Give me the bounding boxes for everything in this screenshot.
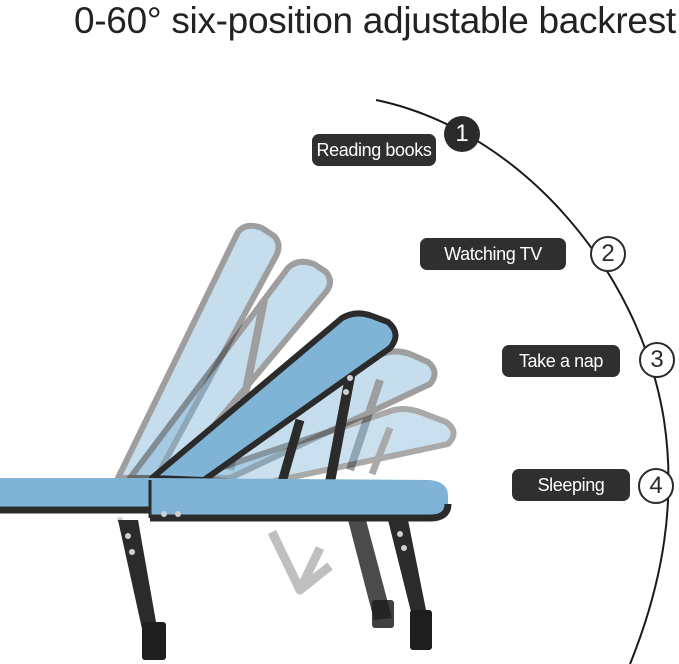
- position-3-badge: 3: [639, 342, 675, 378]
- position-3-label: Take a nap: [502, 345, 620, 377]
- folded-leg-ghost: [267, 530, 333, 595]
- page-title: 0-60° six-position adjustable backrest: [74, 0, 676, 41]
- position-1-label: Reading books: [312, 134, 436, 166]
- backrest-ghost-4: [187, 406, 457, 487]
- position-4-badge: 4: [638, 468, 674, 504]
- position-2-badge: 2: [590, 236, 626, 272]
- backrest-ghost-1: [115, 222, 282, 481]
- adjustment-arc: [375, 99, 670, 664]
- backrest-current: [149, 310, 399, 484]
- front-legs: [118, 520, 166, 660]
- position-4-label: Sleeping: [512, 469, 630, 501]
- position-1-badge: 1: [444, 116, 480, 152]
- position-2-label: Watching TV: [420, 238, 566, 270]
- rear-legs: [348, 520, 432, 650]
- seat: [0, 478, 452, 523]
